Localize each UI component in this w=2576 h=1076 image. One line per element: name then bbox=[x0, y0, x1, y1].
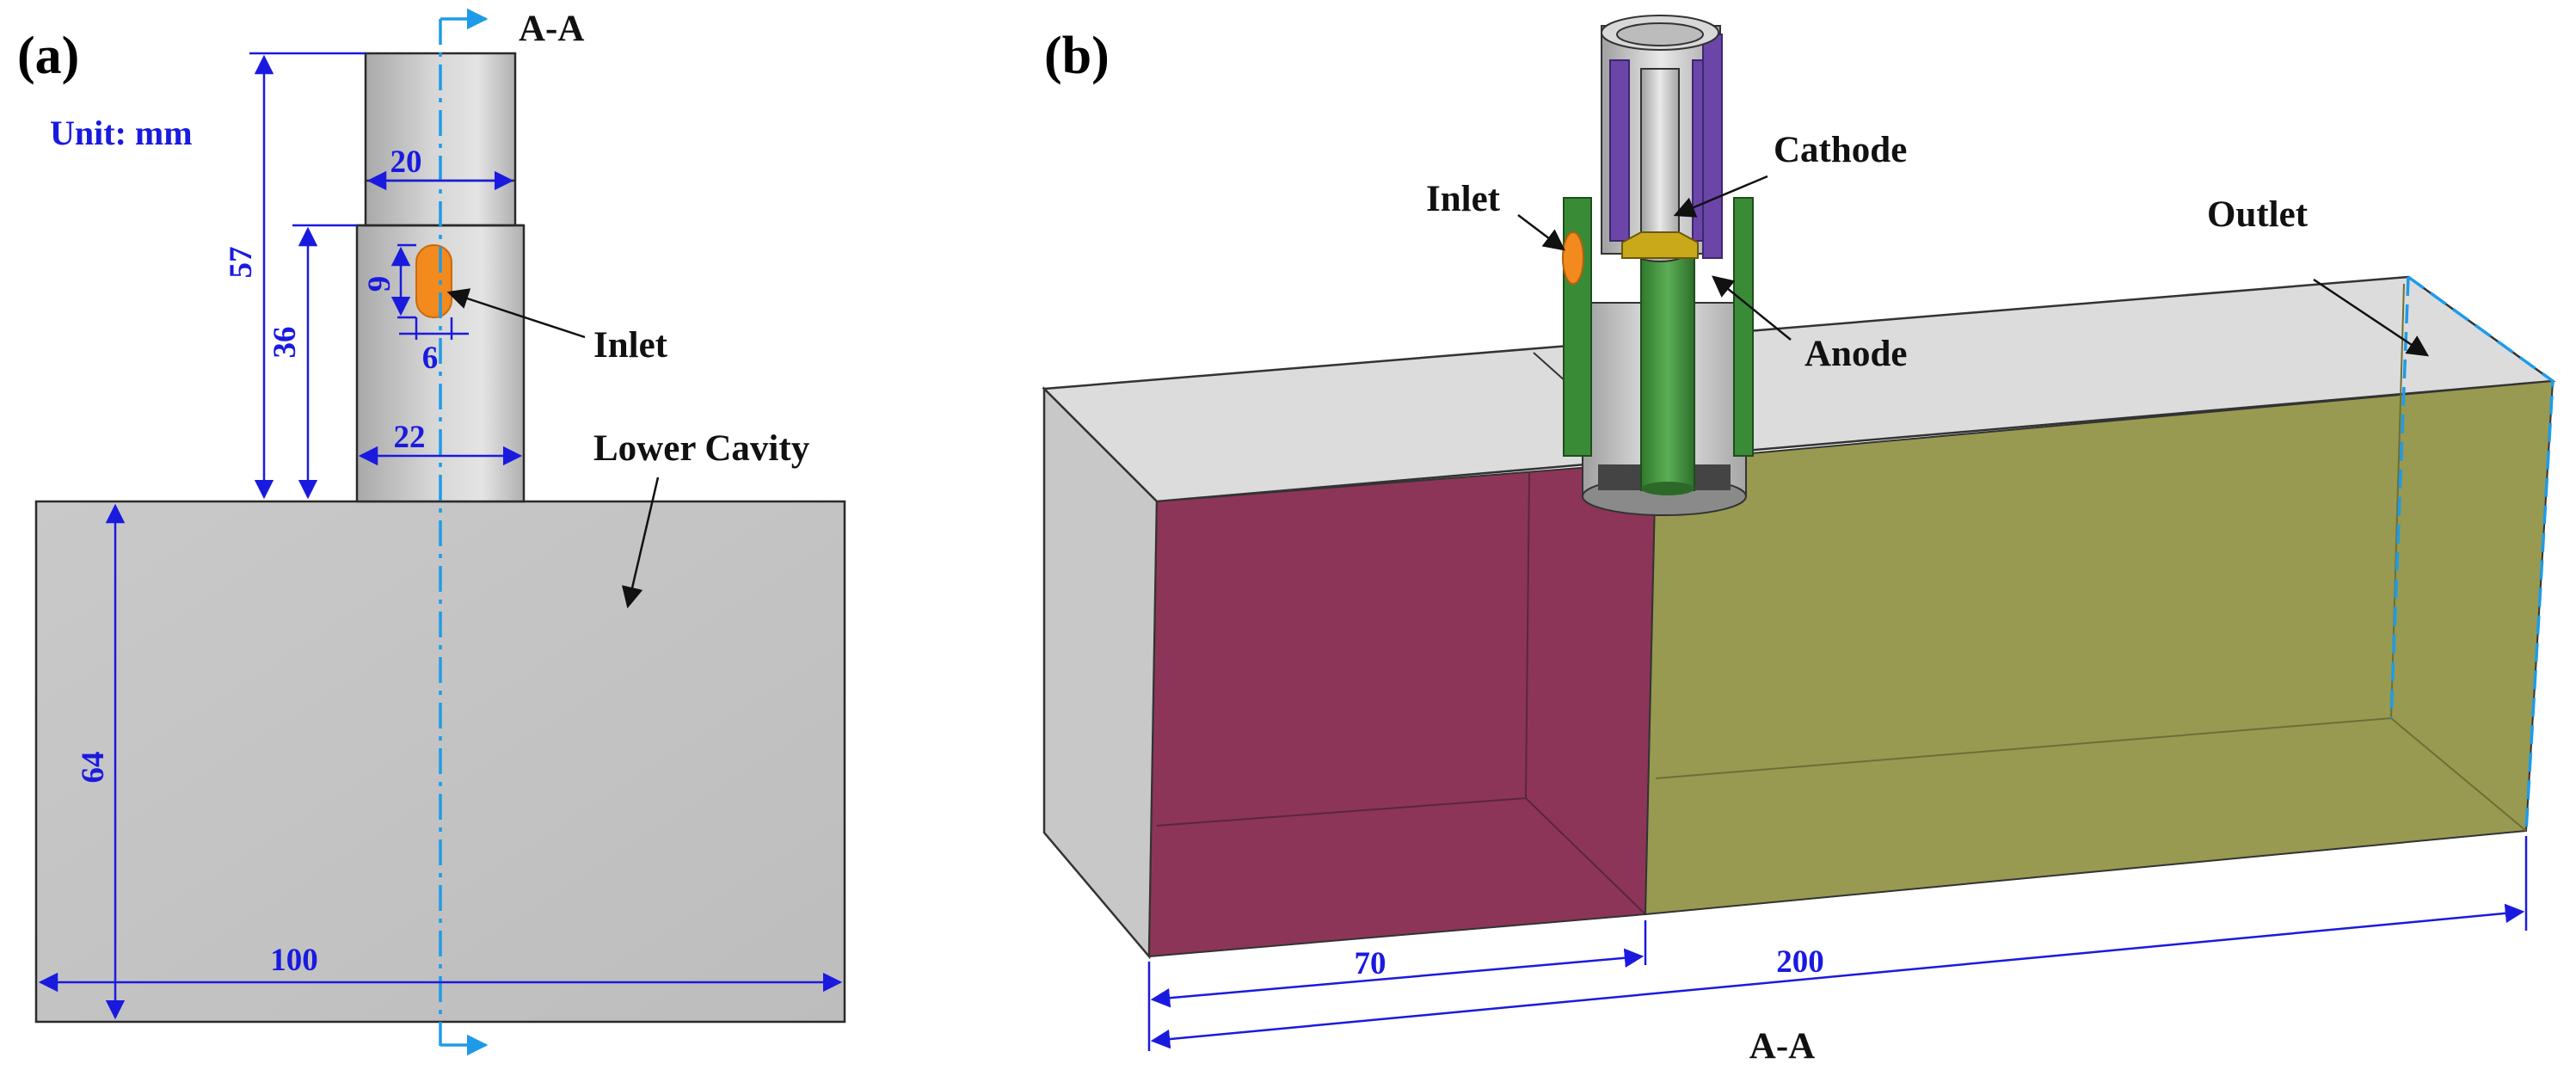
panel-a: (a) Unit: mm A-A 57 36 20 22 bbox=[17, 8, 846, 1056]
panel-b: (b) bbox=[1042, 15, 2556, 1067]
cathode-electrode bbox=[1640, 68, 1680, 233]
panel-b-label: (b) bbox=[1044, 27, 1110, 85]
inlet-label-a: Inlet bbox=[593, 325, 668, 366]
section-label-b: A-A bbox=[1749, 1026, 1815, 1067]
dim-lower-diameter: 22 bbox=[394, 420, 426, 455]
outlet-outline bbox=[2407, 275, 2554, 832]
anode-label: Anode bbox=[1804, 334, 1907, 374]
dim-total-height: 57 bbox=[224, 247, 259, 279]
unit-note: Unit: mm bbox=[50, 114, 193, 152]
dim-total-length: 200 bbox=[1776, 944, 1824, 980]
dim-lower-nozzle-height: 36 bbox=[267, 327, 303, 359]
nozzle-assembly bbox=[1562, 15, 1754, 516]
cathode-label: Cathode bbox=[1774, 130, 1907, 170]
dim-cavity-height: 64 bbox=[76, 752, 111, 784]
inlet-port bbox=[415, 244, 452, 318]
dim-upper-diameter: 20 bbox=[390, 144, 422, 180]
lower-cavity-label: Lower Cavity bbox=[593, 428, 810, 469]
inlet-port-b bbox=[1562, 231, 1584, 285]
dim-cavity-width: 100 bbox=[270, 943, 318, 978]
anode-electrode bbox=[1640, 257, 1695, 491]
panel-a-label: (a) bbox=[17, 27, 79, 85]
outlet-label: Outlet bbox=[2207, 194, 2309, 235]
channel-section-face bbox=[1644, 379, 2554, 916]
cavity-section-face bbox=[1147, 460, 1657, 958]
inlet-label-b: Inlet bbox=[1426, 179, 1501, 219]
section-label-a: A-A bbox=[519, 9, 584, 49]
dim-inlet-width: 6 bbox=[422, 341, 439, 376]
dim-inlet-height: 9 bbox=[362, 276, 397, 292]
dim-cavity-part: 70 bbox=[1355, 946, 1386, 981]
